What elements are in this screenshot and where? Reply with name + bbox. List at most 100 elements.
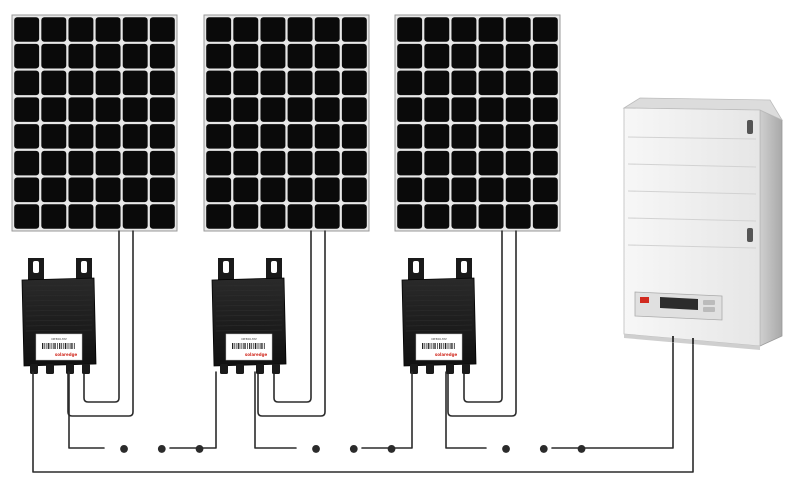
panel-3 [394, 14, 561, 232]
cable-connector [236, 364, 244, 374]
optimizer-model: OP300-MV [431, 337, 448, 341]
solar-cell [41, 124, 67, 149]
solar-cell [478, 150, 504, 176]
optimizer-3: OP300-MV solaredge [401, 258, 477, 374]
solar-cell [68, 124, 94, 149]
optimizer-model: OP300-MV [241, 337, 258, 341]
solar-cell [532, 124, 558, 149]
cable-connector [256, 364, 264, 374]
solar-cell [14, 43, 40, 69]
solar-cell [260, 124, 286, 149]
solar-cell [95, 43, 121, 69]
solar-cell [424, 150, 450, 176]
solar-cell [451, 70, 477, 96]
solar-cell [341, 17, 367, 42]
solar-cell [397, 17, 423, 42]
solar-cell [95, 204, 121, 229]
ellipsis-markers: • • • • • • • • • [117, 438, 597, 463]
solar-cell [149, 97, 175, 122]
solar-cell [532, 97, 558, 122]
ellipsis-3: • • • [499, 438, 597, 463]
cable-connector [426, 364, 434, 374]
solar-cell [122, 124, 148, 149]
string-wire-seg-4 [445, 371, 487, 449]
solar-cell [149, 70, 175, 96]
solar-cell [451, 124, 477, 149]
solar-cell [314, 124, 340, 149]
solar-cell [206, 97, 232, 122]
solar-cell [122, 204, 148, 229]
solar-cell [314, 17, 340, 42]
solar-cell [95, 124, 121, 149]
solar-cell [314, 177, 340, 203]
solar-cell [397, 177, 423, 203]
solar-cell [260, 177, 286, 203]
solar-cell [451, 43, 477, 69]
solar-cell [341, 177, 367, 203]
solar-cell [206, 124, 232, 149]
solar-cell [41, 70, 67, 96]
solar-cell [68, 150, 94, 176]
solar-cell [233, 17, 259, 42]
solar-cell [287, 43, 313, 69]
panel-2 [203, 14, 370, 232]
solar-cell [478, 177, 504, 203]
solar-cell [122, 177, 148, 203]
power-optimizers: OP300-MVsolaredgeOP300-MVsolaredgeOP300-… [21, 258, 477, 374]
optimizer-brand: solaredge [435, 352, 458, 357]
solar-cell [68, 17, 94, 42]
solar-cell [68, 177, 94, 203]
string-wire-seg-3 [361, 371, 413, 449]
solar-cell [341, 70, 367, 96]
solar-cell [149, 17, 175, 42]
string-wire-return [32, 339, 694, 473]
solar-cell [341, 124, 367, 149]
solar-cell [532, 70, 558, 96]
solar-cell [41, 150, 67, 176]
inverter-button [703, 300, 715, 305]
solar-cell [451, 204, 477, 229]
solar-cell [341, 97, 367, 122]
solar-cell [41, 177, 67, 203]
solar-cell [451, 17, 477, 42]
brand-logo-icon [640, 297, 649, 303]
solar-cell [260, 150, 286, 176]
solar-cell [149, 204, 175, 229]
solar-cell [41, 204, 67, 229]
string-wire-seg-1 [169, 371, 217, 449]
ellipsis-1: • • • [117, 438, 215, 463]
string-wiring [32, 339, 694, 473]
solar-cell [122, 70, 148, 96]
solar-cell [505, 150, 531, 176]
solar-cell [41, 97, 67, 122]
solar-cell [206, 70, 232, 96]
solar-cell [341, 204, 367, 229]
solar-cell [14, 124, 40, 149]
optimizer-brand: solaredge [55, 352, 78, 357]
solar-cell [397, 70, 423, 96]
solar-cell [206, 177, 232, 203]
solar-cell [478, 70, 504, 96]
optimizer-model: OP300-MV [51, 337, 68, 341]
solar-cell [149, 124, 175, 149]
solar-cell [424, 43, 450, 69]
solar-cell [505, 43, 531, 69]
solar-cell [206, 150, 232, 176]
solar-cell [14, 177, 40, 203]
solar-cell [95, 177, 121, 203]
solar-cell [341, 150, 367, 176]
solar-cell [206, 17, 232, 42]
solar-cell [532, 204, 558, 229]
solar-cell [149, 150, 175, 176]
solar-cell [314, 150, 340, 176]
solar-cell [95, 150, 121, 176]
solar-cell [478, 43, 504, 69]
optimizer-brand: solaredge [245, 352, 268, 357]
solar-cell [68, 43, 94, 69]
solar-cell [505, 17, 531, 42]
solar-cell [233, 150, 259, 176]
solar-cell [505, 177, 531, 203]
solar-cell [233, 124, 259, 149]
solar-cell [424, 177, 450, 203]
